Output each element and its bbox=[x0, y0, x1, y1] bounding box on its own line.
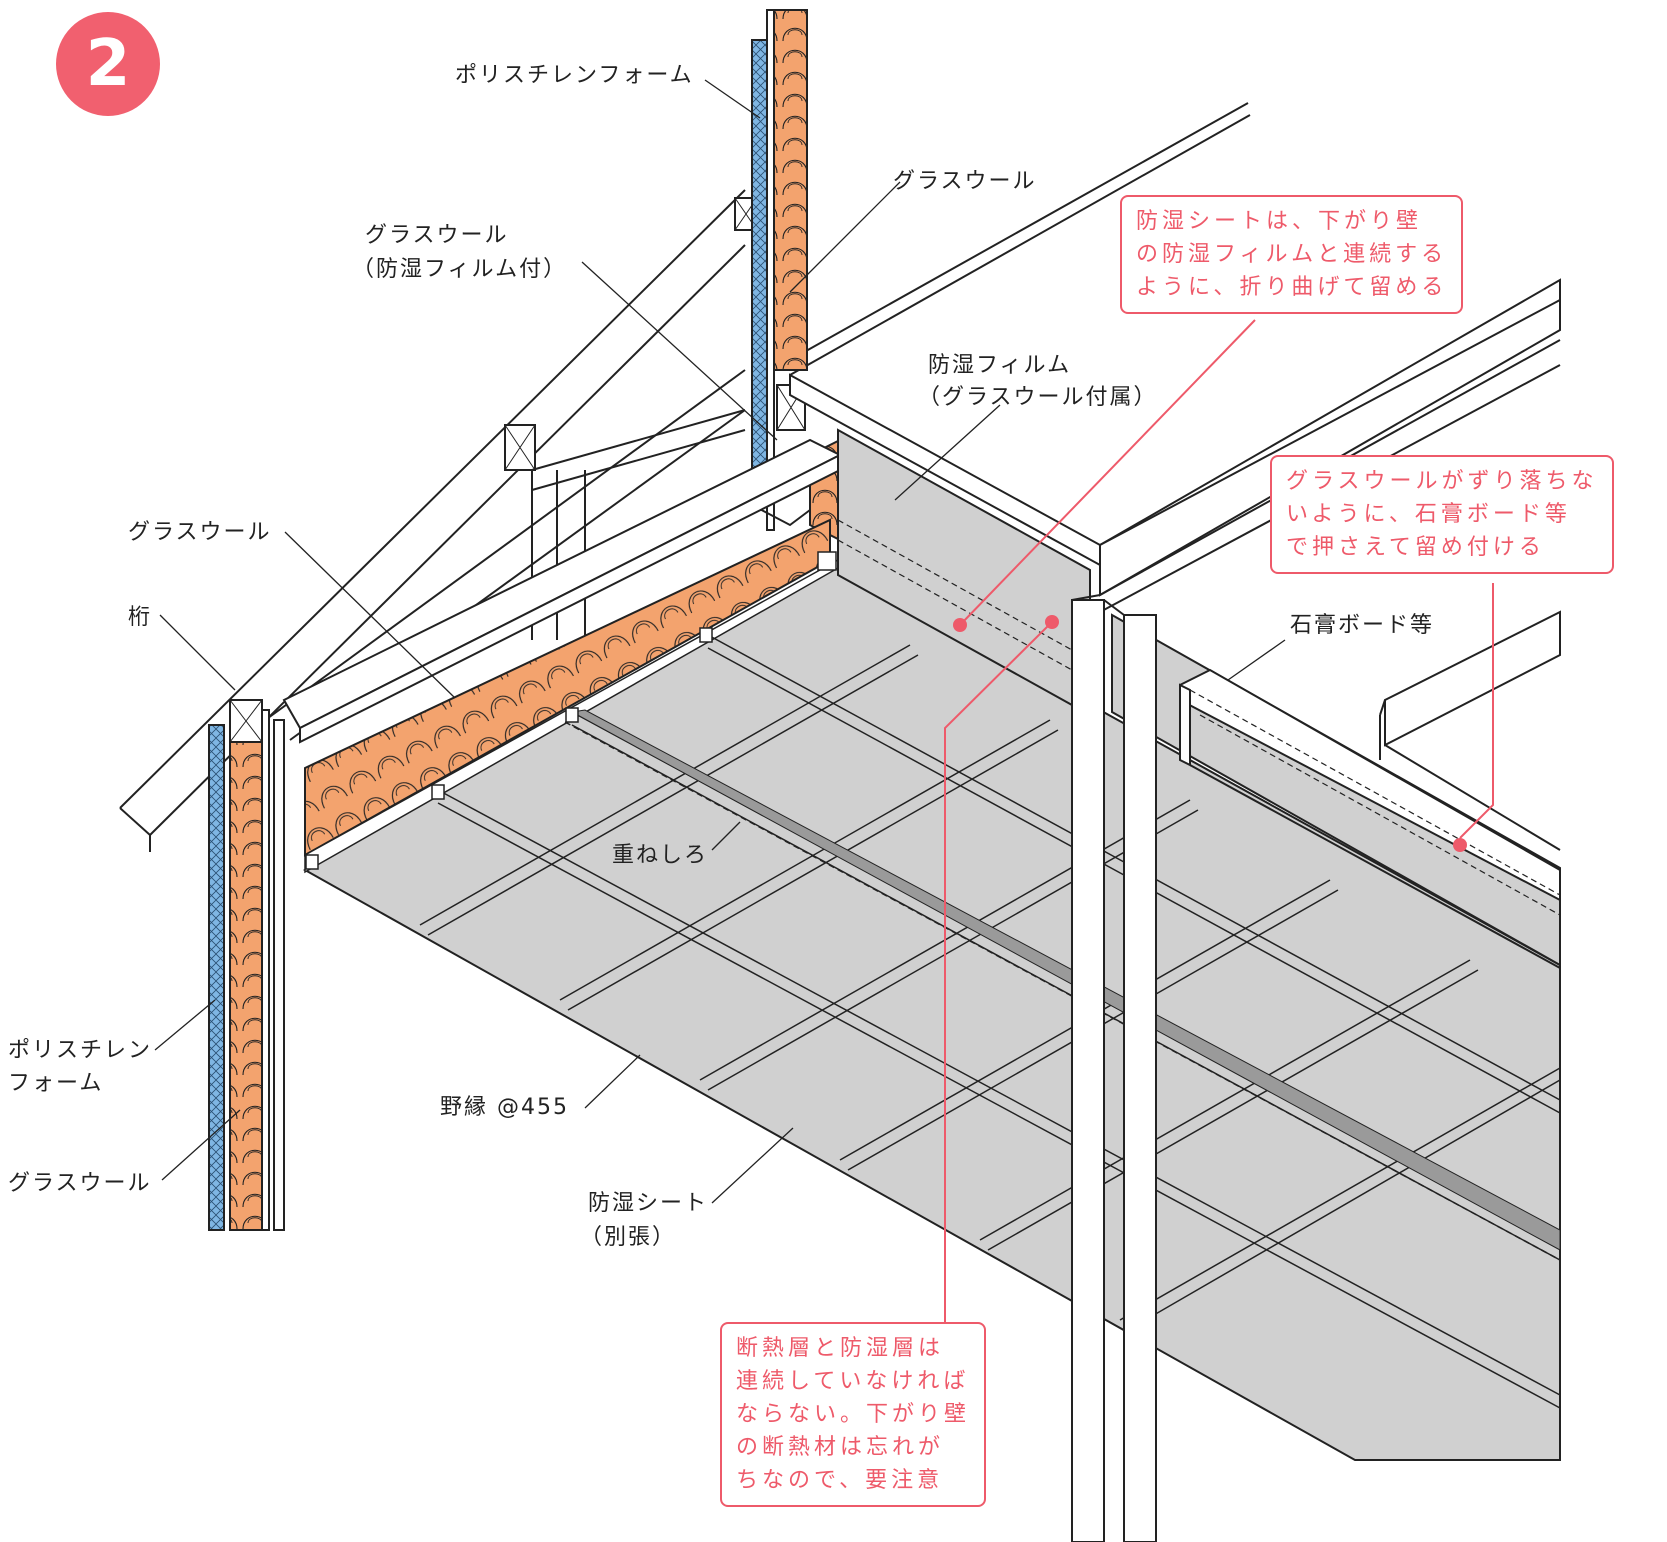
upper-roof-lines bbox=[789, 102, 1251, 376]
label-moisture-sheet-line2: （別張） bbox=[580, 1225, 677, 1250]
label-glass-wool-top: グラスウール bbox=[893, 169, 1037, 194]
note2-line3: で押さえて留め付ける bbox=[1286, 535, 1545, 560]
label-keta: 桁 bbox=[128, 605, 153, 630]
label-moisture-film-line2: （グラスウール付属） bbox=[918, 385, 1158, 410]
left-wall bbox=[208, 699, 285, 1231]
step-badge: 2 bbox=[56, 12, 160, 116]
note-moisture-sheet-fold: 防湿シートは、下がり壁 の防湿フィルムと連続する ように、折り曲げて留める bbox=[1120, 195, 1464, 314]
note3-line4: の断熱材は忘れが bbox=[736, 1435, 945, 1460]
note3-line1: 断熱層と防湿層は bbox=[736, 1336, 945, 1361]
label-overlap: 重ねしろ bbox=[612, 843, 709, 868]
upper-wall bbox=[751, 9, 841, 542]
note1-line3: ように、折り曲げて留める bbox=[1136, 275, 1448, 300]
overlap-strip bbox=[570, 709, 1561, 1251]
leader-lines bbox=[154, 79, 1286, 1204]
note2-line1: グラスウールがずり落ちな bbox=[1286, 469, 1598, 494]
note3-line2: 連続していなければ bbox=[736, 1369, 970, 1394]
label-glass-wool-left: グラスウール bbox=[128, 520, 272, 545]
note1-line2: の防湿フィルムと連続する bbox=[1136, 242, 1448, 267]
label-moisture-sheet-line1: 防湿シート bbox=[588, 1191, 709, 1216]
label-glass-wool-with-film-line2: （防湿フィルム付） bbox=[352, 257, 568, 282]
note3-line3: ならない。下がり壁 bbox=[736, 1402, 971, 1427]
label-polystyrene-foam-left-line1: ポリスチレン bbox=[8, 1038, 153, 1063]
label-glass-wool-with-film-line1: グラスウール bbox=[365, 223, 509, 248]
note1-line1: 防湿シートは、下がり壁 bbox=[1136, 209, 1423, 234]
label-gypsum-board: 石膏ボード等 bbox=[1290, 613, 1435, 638]
beam-blocks bbox=[305, 551, 837, 870]
vertical-posts bbox=[1071, 594, 1157, 1542]
note3-line5: ちなので、要注意 bbox=[736, 1468, 944, 1493]
note2-line2: いように、石膏ボード等 bbox=[1286, 502, 1571, 527]
callout-lines bbox=[944, 319, 1494, 1325]
label-polystyrene-foam-top: ポリスチレンフォーム bbox=[455, 63, 694, 88]
label-moisture-film-line1: 防湿フィルム bbox=[928, 353, 1072, 378]
note-glass-wool-support: グラスウールがずり落ちな いように、石膏ボード等 で押さえて留め付ける bbox=[1270, 455, 1614, 574]
label-nobuchi: 野縁 @455 bbox=[440, 1095, 569, 1120]
label-glass-wool-bottom: グラスウール bbox=[8, 1171, 152, 1196]
callout-dots bbox=[953, 615, 1467, 852]
note-continuity-warning: 断熱層と防湿層は 連続していなければ ならない。下がり壁 の断熱材は忘れが ちな… bbox=[720, 1322, 987, 1507]
label-polystyrene-foam-left-line2: フォーム bbox=[8, 1071, 104, 1096]
